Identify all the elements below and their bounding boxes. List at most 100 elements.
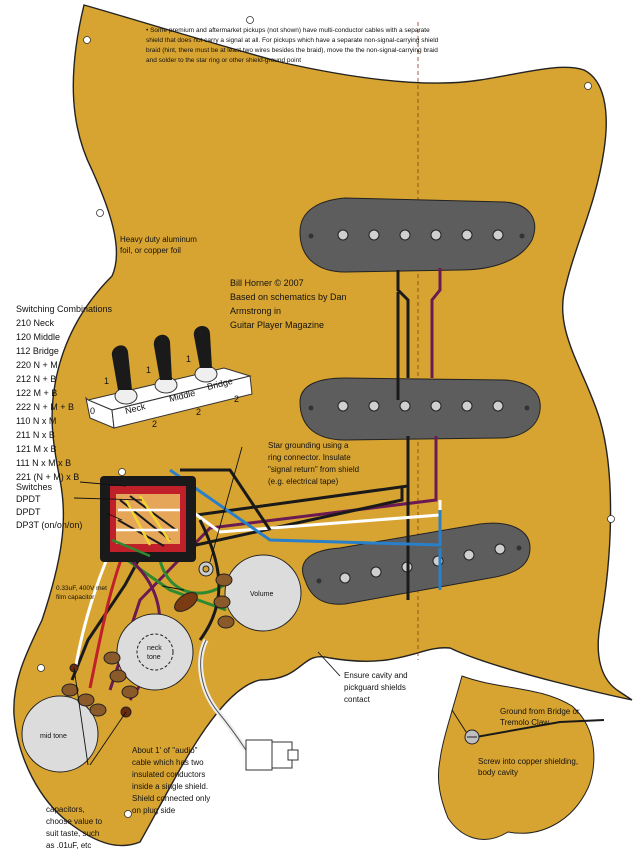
switches-legend: Switches DPDT DPDT DP3T (on/on/on) xyxy=(16,482,82,530)
screw-hole xyxy=(124,810,132,818)
switching-combinations: Switching Combinations 210 Neck 120 Midd… xyxy=(16,304,115,482)
cavity-line-3: contact xyxy=(344,695,371,704)
switch-3-label: DP3T (on/on/on) xyxy=(16,520,82,530)
bridge-toggle xyxy=(193,325,212,368)
switching-item: 210 Neck xyxy=(16,318,55,328)
capacitors-note: capacitors, choose value to suit taste, … xyxy=(46,805,104,850)
foil-line-2: foil, or copper foil xyxy=(120,246,181,255)
foil-note: Heavy duty aluminum foil, or copper foil xyxy=(120,235,199,255)
pole-pieces xyxy=(337,229,506,584)
capacitors-line-3: suit taste, such xyxy=(46,829,99,838)
switch-position-2: 2 xyxy=(234,394,239,404)
foil-line-1: Heavy duty aluminum xyxy=(120,235,197,244)
screw-hole xyxy=(246,16,254,24)
switching-item: 220 N + M xyxy=(16,360,58,370)
middle-toggle xyxy=(153,334,172,380)
switching-item: 212 N + B xyxy=(16,374,56,384)
screw-hole xyxy=(83,36,91,44)
top-note-line-1: • Some premium and aftermarket pickups (… xyxy=(146,27,430,34)
audio-cable-line-5: Shield connected only xyxy=(132,794,210,803)
audio-cable-line-4: inside a single shield. xyxy=(132,782,208,791)
volume-label: Volume xyxy=(250,591,273,598)
capacitors-line-4: as .01uF, etc xyxy=(46,841,91,850)
switches-title: Switches xyxy=(16,482,53,492)
pointer-lines xyxy=(73,446,469,766)
cavity-note: Ensure cavity and pickguard shields cont… xyxy=(344,671,410,704)
bridge-ground-line-4: body cavity xyxy=(478,768,518,777)
switching-title: Switching Combinations xyxy=(16,304,113,314)
credit-line-3: Armstrong in xyxy=(230,306,281,316)
neck-tone-line-1: neck xyxy=(147,645,162,652)
capacitors-line-1: capacitors, xyxy=(46,805,85,814)
switch-position-2: 2 xyxy=(152,419,157,429)
star-ground-note: Star grounding using a ring connector. I… xyxy=(268,441,361,486)
middle-pickup xyxy=(299,377,541,441)
bridge-ground xyxy=(464,719,605,745)
film-cap-line-1: 0.33uF, 400V met xyxy=(56,585,107,592)
switch-stack xyxy=(100,476,196,562)
switch-position-2: 2 xyxy=(196,407,201,417)
switching-item: 120 Middle xyxy=(16,332,60,342)
pickup-wires xyxy=(70,268,442,691)
credit-line-4: Guitar Player Magazine xyxy=(230,320,324,330)
screw-hole xyxy=(96,209,104,217)
volume-pot xyxy=(213,554,302,632)
star-ground-line-3: "signal return" from shield xyxy=(268,465,359,474)
audio-cable-line-2: cable which has two xyxy=(132,758,204,767)
capacitors-line-2: choose value to xyxy=(46,817,103,826)
switching-item: 112 Bridge xyxy=(16,346,59,356)
bridge-pickup xyxy=(302,522,531,605)
credit: Bill Horner © 2007 Based on schematics b… xyxy=(230,278,349,330)
switching-item: 121 M x B xyxy=(16,444,57,454)
switch-position-1: 1 xyxy=(104,376,109,386)
switch-position-0: 0 xyxy=(90,406,95,416)
audio-cable-note: About 1' of "audio" cable which has two … xyxy=(132,746,213,815)
switch-2-label: DPDT xyxy=(16,507,41,517)
neck-pickup xyxy=(299,197,536,273)
cavity-line-1: Ensure cavity and xyxy=(344,671,408,680)
neck-toggle xyxy=(111,345,132,390)
switch-panel xyxy=(85,325,253,429)
film-cap-line-2: film capacitor xyxy=(56,594,95,601)
switching-item: 122 M + B xyxy=(16,388,57,398)
switch-label-neck: Neck xyxy=(124,401,147,416)
film-capacitor-label: 0.33uF, 400V met film capacitor xyxy=(56,585,109,601)
bridge-ground-line-2: Tremolo Claw xyxy=(500,718,549,727)
bridge-ground-line-1: Ground from Bridge or xyxy=(500,707,580,716)
bridge-ground-note: Ground from Bridge or Tremolo Claw Screw… xyxy=(478,707,582,777)
switch-position-1: 1 xyxy=(186,354,191,364)
audio-cable-line-1: About 1' of "audio" xyxy=(132,746,198,755)
neck-switch-base xyxy=(114,387,138,405)
cavity-line-2: pickguard shields xyxy=(344,683,406,692)
switching-item: 222 N + M + B xyxy=(16,402,74,412)
top-note-line-2: shield that does not carry a signal at a… xyxy=(146,37,439,44)
screw-hole xyxy=(118,468,126,476)
audio-cable-line-3: insulated conductors xyxy=(132,770,205,779)
star-ground-ring xyxy=(198,561,214,577)
switch-1-label: DPDT xyxy=(16,494,41,504)
top-note-line-3: braid (hint, there must be at least two … xyxy=(146,47,438,54)
output-jack xyxy=(198,638,299,771)
screw-hole xyxy=(37,664,45,672)
neck-tone-label: neck tone xyxy=(147,645,164,661)
switch-position-1: 1 xyxy=(146,365,151,375)
bridge-ground-line-3: Screw into copper shielding, xyxy=(478,757,578,766)
star-ground-line-2: ring connector. Insulate xyxy=(268,453,351,462)
cavity-shield-tab xyxy=(437,675,595,840)
star-ground-line-4: (e.g. electrical tape) xyxy=(268,477,339,486)
top-note-line-4: and solder to the star ring or other shi… xyxy=(146,57,301,64)
switching-item: 110 N x M xyxy=(16,416,56,426)
screw-hole xyxy=(607,515,615,523)
switching-item: 211 N x B xyxy=(16,430,55,440)
mid-tone-pot xyxy=(21,683,107,773)
neck-tone-line-2: tone xyxy=(147,654,161,661)
neck-tone-pot xyxy=(103,613,194,699)
star-ground-line-1: Star grounding using a xyxy=(268,441,349,450)
switching-item: 111 N x M x B xyxy=(16,458,71,468)
audio-cable-line-6: on plug side xyxy=(132,806,176,815)
screw-holes xyxy=(37,16,615,818)
credit-line-1: Bill Horner © 2007 xyxy=(230,278,304,288)
mid-tone-label: mid tone xyxy=(40,733,67,740)
screw-hole xyxy=(584,82,592,90)
